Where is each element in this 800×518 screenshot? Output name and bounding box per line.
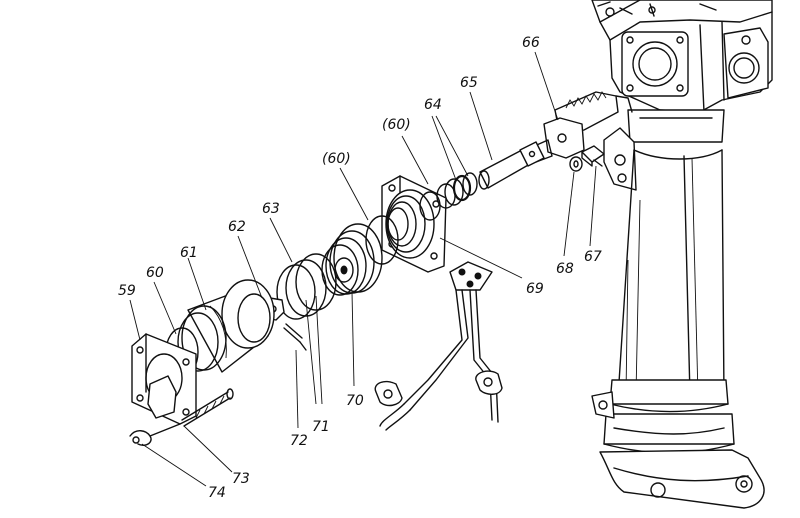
callout-70: 70 bbox=[346, 393, 364, 409]
callout-65: 65 bbox=[460, 75, 478, 91]
callout-69: 69 bbox=[526, 281, 544, 297]
callout-60: 60 bbox=[146, 265, 164, 281]
pipe-assembly bbox=[374, 261, 503, 431]
callout-62: 62 bbox=[228, 219, 246, 235]
callout-60-upper: (60) bbox=[382, 117, 411, 133]
housing-column bbox=[591, 0, 773, 509]
callout-59: 59 bbox=[118, 283, 136, 299]
leader-lines bbox=[129, 51, 597, 487]
callout-73: 73 bbox=[232, 471, 250, 487]
callout-66: 66 bbox=[522, 35, 540, 51]
callout-72: 72 bbox=[290, 433, 308, 449]
end-plate-59 bbox=[131, 333, 197, 425]
shaft-65 bbox=[478, 141, 545, 190]
callout-61: 61 bbox=[180, 245, 198, 261]
callout-63: 63 bbox=[262, 201, 280, 217]
callout-67: 67 bbox=[584, 249, 602, 265]
cylinder-61 bbox=[177, 279, 275, 373]
callout-71: 71 bbox=[312, 419, 330, 435]
springs-63-71 bbox=[276, 253, 337, 320]
callout-68: 68 bbox=[556, 261, 574, 277]
bolt-67-washer-68 bbox=[569, 145, 605, 172]
callout-74: 74 bbox=[208, 485, 226, 501]
bolt-73-clip-74 bbox=[129, 388, 234, 446]
callout-60-middle: (60) bbox=[322, 151, 351, 167]
rings-64 bbox=[444, 172, 478, 206]
pin-72 bbox=[283, 323, 307, 351]
rack-66 bbox=[529, 91, 633, 163]
callout-64: 64 bbox=[424, 97, 442, 113]
